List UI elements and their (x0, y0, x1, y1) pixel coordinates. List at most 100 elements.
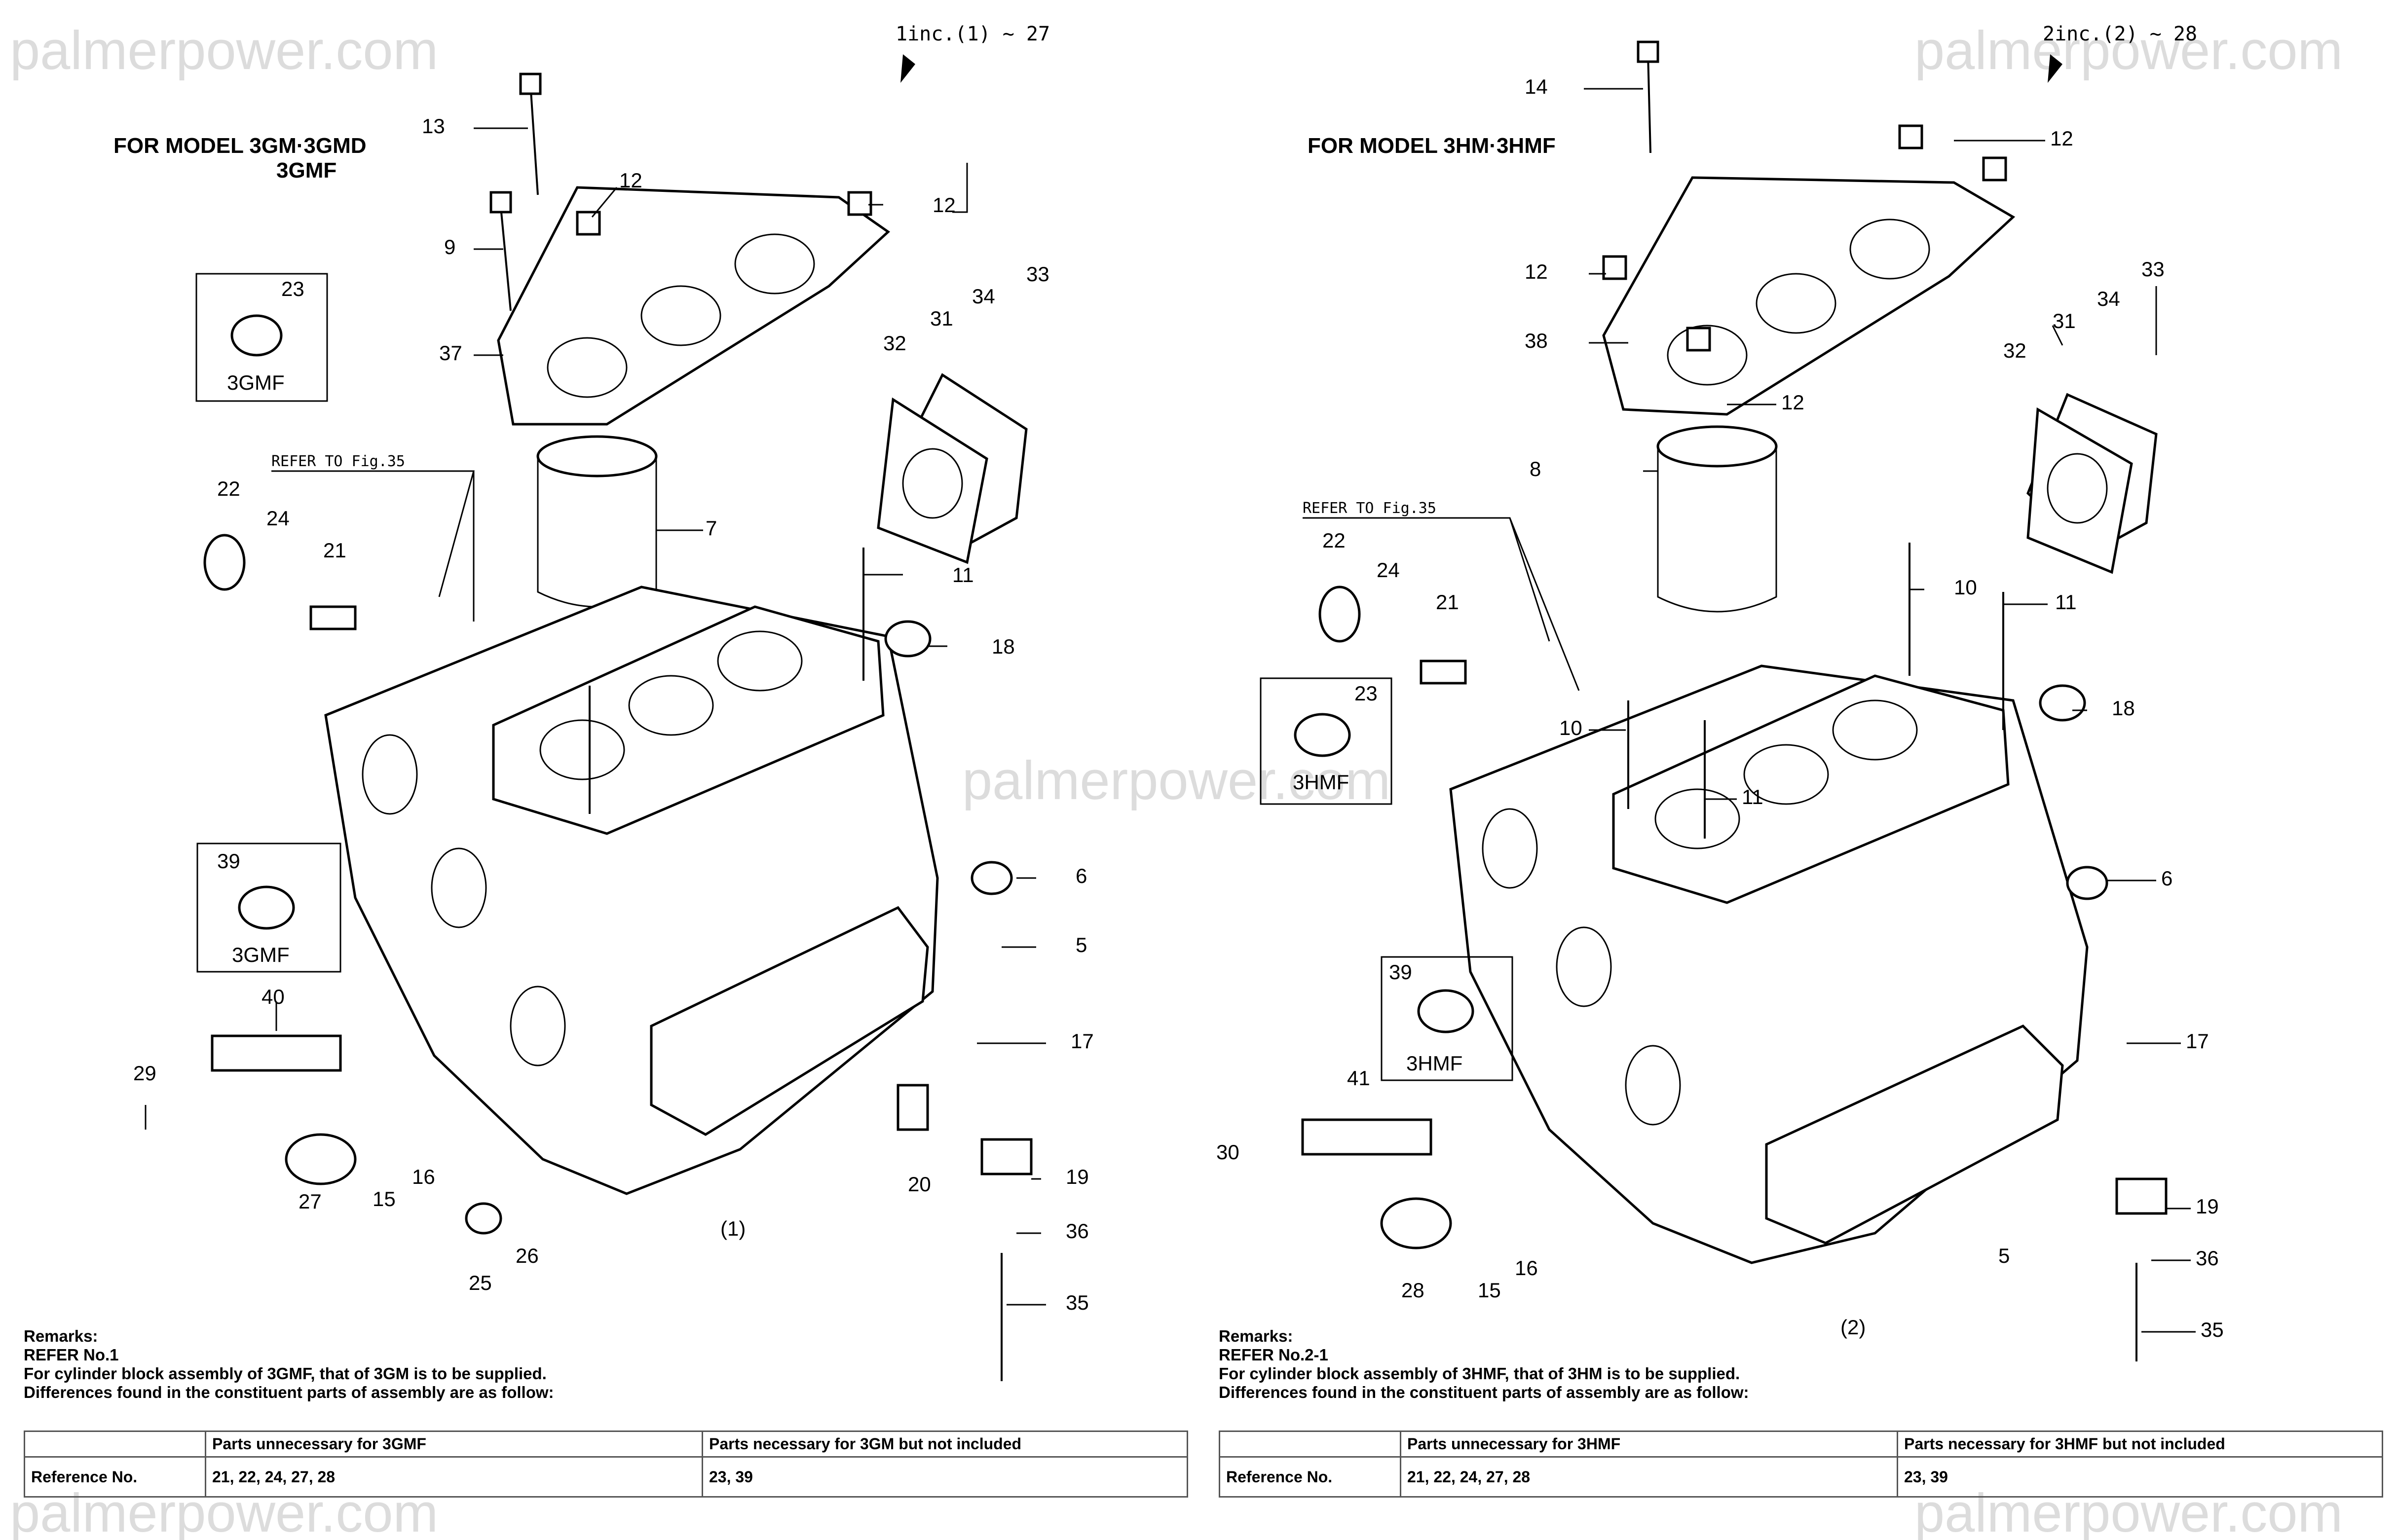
callout-11: 11 (952, 563, 974, 587)
block-bore (1832, 699, 1918, 761)
block-opening (1625, 1045, 1681, 1126)
callout-22: 22 (1322, 529, 1346, 552)
callout-15: 15 (1478, 1279, 1501, 1302)
inset-label: 3GMF (227, 371, 285, 394)
bolt-head (489, 191, 512, 214)
seal-part (971, 861, 1013, 895)
callout-25: 25 (469, 1271, 492, 1294)
gasket-bore (547, 337, 628, 398)
remarks-text: For cylinder block assembly of 3GMF, tha… (24, 1364, 547, 1383)
right-reference-table: Parts unnecessary for 3HMF Parts necessa… (1219, 1430, 2383, 1498)
callout-31: 31 (2053, 309, 2076, 332)
left-refer-note: REFER TO Fig.35 (271, 453, 405, 470)
cylinder-liner-top (1656, 425, 1778, 468)
callout-12: 12 (1525, 260, 1548, 283)
watermark: palmerpower.com (10, 20, 438, 81)
callout-27: 27 (299, 1190, 322, 1213)
block-opening (431, 847, 487, 928)
oil-pan-rail (650, 906, 929, 1136)
callout-13: 13 (422, 114, 445, 138)
table-row-label: Reference No. (24, 1456, 206, 1498)
valve-part (2115, 1177, 2168, 1215)
table-header-cell: Parts necessary for 3GM but not included (702, 1430, 1188, 1458)
cover-gasket (2026, 407, 2133, 574)
callout-36: 36 (2196, 1247, 2219, 1270)
seal-part (2066, 866, 2108, 900)
valve-part (980, 1138, 1033, 1175)
callout-17: 17 (2186, 1029, 2209, 1053)
leader-lines (1584, 88, 2196, 1333)
callout-11: 11 (1742, 785, 1763, 808)
callout-19: 19 (1066, 1165, 1089, 1188)
cover-opening (2047, 453, 2108, 524)
head-bolt (529, 83, 539, 195)
bolt-head (1637, 40, 1659, 63)
gasket-bore (1756, 273, 1836, 334)
callout-18: 18 (992, 635, 1015, 658)
block-bore (1743, 744, 1829, 805)
refer-leader (271, 470, 475, 622)
callout-5: 5 (1998, 1244, 2010, 1267)
inset-number: 23 (281, 277, 304, 300)
drain-plug (465, 1202, 502, 1235)
callout-34: 34 (972, 285, 995, 308)
callout-24: 24 (266, 507, 290, 530)
block-bore (628, 675, 714, 736)
inset-number: 39 (217, 849, 240, 873)
callout-12: 12 (2050, 127, 2073, 150)
head-gasket (497, 186, 890, 426)
gasket-bore (734, 233, 815, 294)
callout-37: 37 (439, 341, 462, 365)
block-opening (1556, 926, 1612, 1007)
callout-32: 32 (2003, 339, 2026, 362)
table-header-cell: Parts necessary for 3HMF but not include… (1897, 1430, 2383, 1458)
gasket-bore (1667, 325, 1748, 386)
table-cell: 21, 22, 24, 27, 28 (205, 1456, 703, 1498)
block-opening (510, 986, 566, 1066)
callout-9: 9 (444, 235, 455, 258)
left-model-title: FOR MODEL 3GM·3GMD (113, 134, 367, 158)
plug-part (884, 620, 932, 658)
fitting-part (1420, 660, 1467, 685)
watermark: palmerpower.com (1914, 20, 2343, 81)
callout-16: 16 (1515, 1256, 1538, 1280)
callout-30: 30 (1216, 1140, 1239, 1164)
callout-35: 35 (2201, 1318, 2224, 1341)
callout-21: 21 (323, 539, 346, 562)
left-reference-table: Parts unnecessary for 3GMF Parts necessa… (24, 1430, 1188, 1498)
plug-part (1318, 586, 1361, 643)
head-bolt (500, 207, 512, 311)
left-remarks: Remarks: REFER No.1 For cylinder block a… (24, 1327, 554, 1402)
plug-part (1294, 713, 1351, 757)
left-diagram: 1inc.(1) ~ 27 FOR MODEL 3GM·3GMD 3GMF (113, 23, 1094, 1381)
fitting-part (309, 605, 357, 630)
inset-box-39 (196, 843, 341, 973)
remarks-text: For cylinder block assembly of 3HMF, tha… (1219, 1364, 1740, 1383)
right-model-title: FOR MODEL 3HM·3HMF (1308, 134, 1556, 158)
callout-33: 33 (1026, 262, 1049, 286)
head-nut (1898, 124, 1923, 149)
inset-box-23 (1260, 677, 1392, 805)
callout-32: 32 (883, 331, 906, 355)
head-nut (1982, 156, 2007, 182)
callout-6: 6 (1076, 864, 1087, 887)
pipe-part (1301, 1118, 1432, 1156)
callout-29: 29 (133, 1062, 156, 1085)
table-header-cell: Parts unnecessary for 3GMF (205, 1430, 703, 1458)
oil-pan-rail (1765, 1024, 2064, 1245)
remarks-ref: REFER No.2-1 (1219, 1346, 1328, 1364)
callout-34: 34 (2097, 287, 2120, 310)
block-bore (1654, 788, 1740, 849)
table-row-label: Reference No. (1219, 1456, 1401, 1498)
head-nut (576, 211, 601, 236)
plug-part (230, 314, 283, 357)
callout-12: 12 (619, 169, 642, 192)
callout-21: 21 (1436, 590, 1459, 614)
table-cell: 21, 22, 24, 27, 28 (1400, 1456, 1898, 1498)
callout-31: 31 (930, 307, 953, 330)
callout-12: 12 (933, 193, 956, 217)
fitting-part (897, 1084, 929, 1131)
remarks-text: Differences found in the constituent par… (24, 1383, 554, 1401)
inset-number: 23 (1354, 682, 1378, 705)
sleeve-part (1417, 989, 1474, 1033)
